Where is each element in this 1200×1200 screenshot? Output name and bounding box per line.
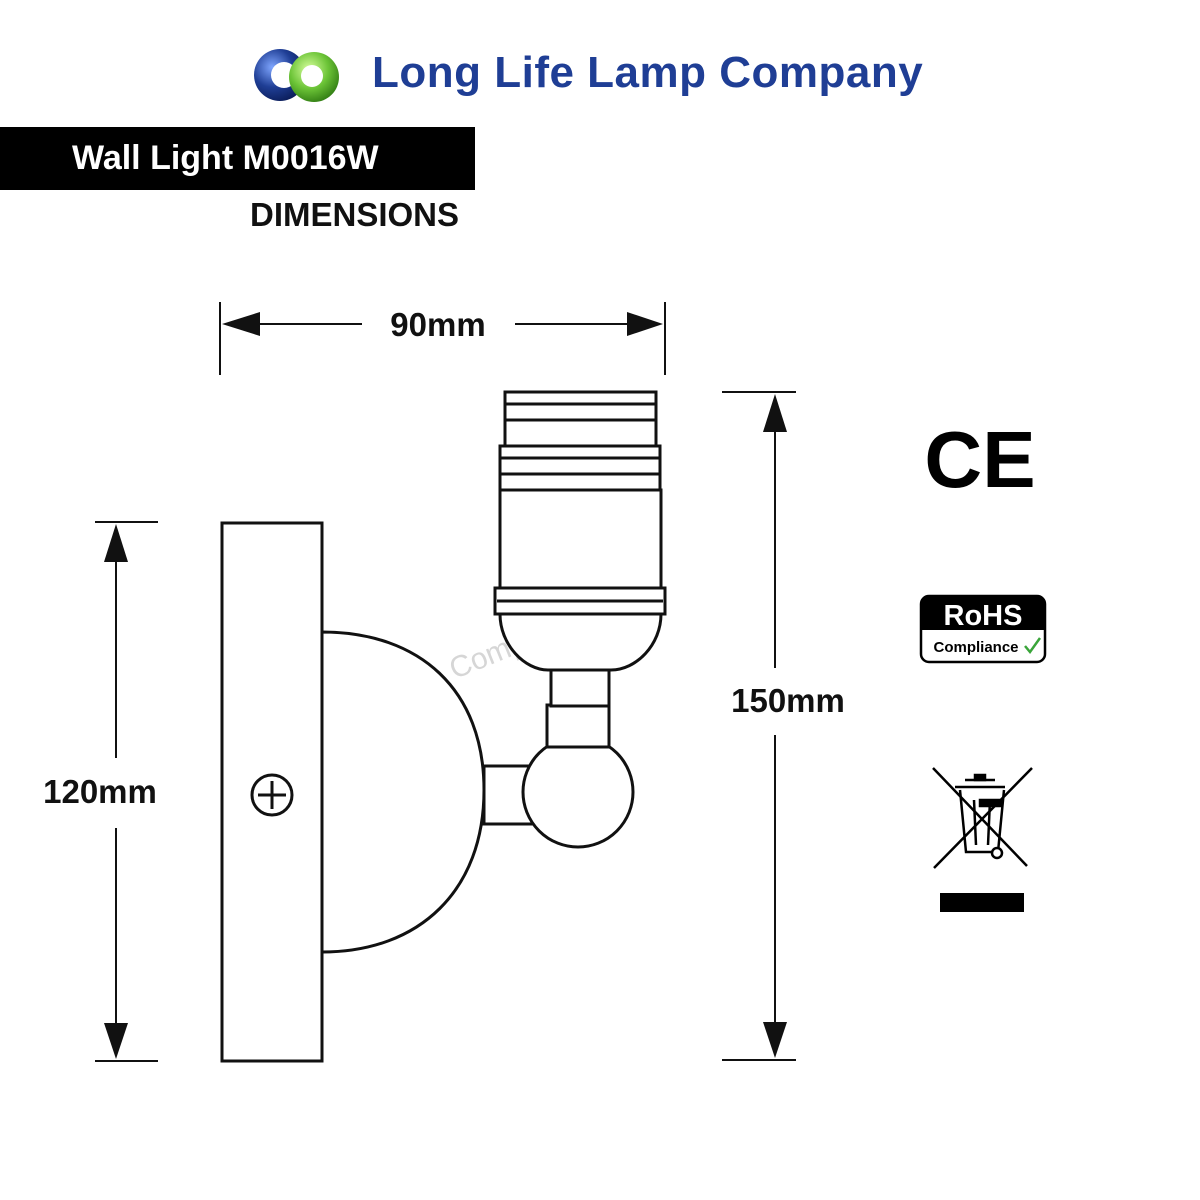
width-label: 90mm xyxy=(390,306,485,343)
product-title-bar: Wall Light M0016W xyxy=(0,127,475,190)
lamp-neck xyxy=(545,703,611,749)
ball-joint xyxy=(521,735,635,849)
lamp-neck-collar xyxy=(549,668,611,708)
company-logo-icon xyxy=(254,49,339,102)
plate-height-dimension xyxy=(95,521,158,1062)
rohs-badge: RoHS Compliance xyxy=(919,594,1047,664)
lamp-ring-upper xyxy=(498,444,662,492)
section-title: DIMENSIONS xyxy=(250,196,460,233)
lamp-cup xyxy=(498,612,663,672)
rohs-subtitle: Compliance xyxy=(933,639,1018,656)
total-height-dimension xyxy=(722,391,796,1061)
lamp-body xyxy=(498,488,663,590)
ce-mark-text: CE xyxy=(924,415,1035,504)
width-dimension xyxy=(219,302,666,375)
rohs-title: RoHS xyxy=(944,600,1023,632)
header: Long Life Lamp Company xyxy=(0,40,1200,110)
ce-mark-icon: CE xyxy=(924,415,1035,504)
mounting-screw-icon xyxy=(250,773,294,817)
wall-light-outline xyxy=(220,390,667,1063)
company-name: Long Life Lamp Company xyxy=(372,48,924,97)
checkmark-icon xyxy=(1024,637,1042,655)
total-height-label: 150mm xyxy=(731,682,845,719)
product-title: Wall Light M0016W xyxy=(72,139,379,177)
plate-height-label: 120mm xyxy=(43,773,157,810)
weee-bin-icon xyxy=(932,767,1033,912)
